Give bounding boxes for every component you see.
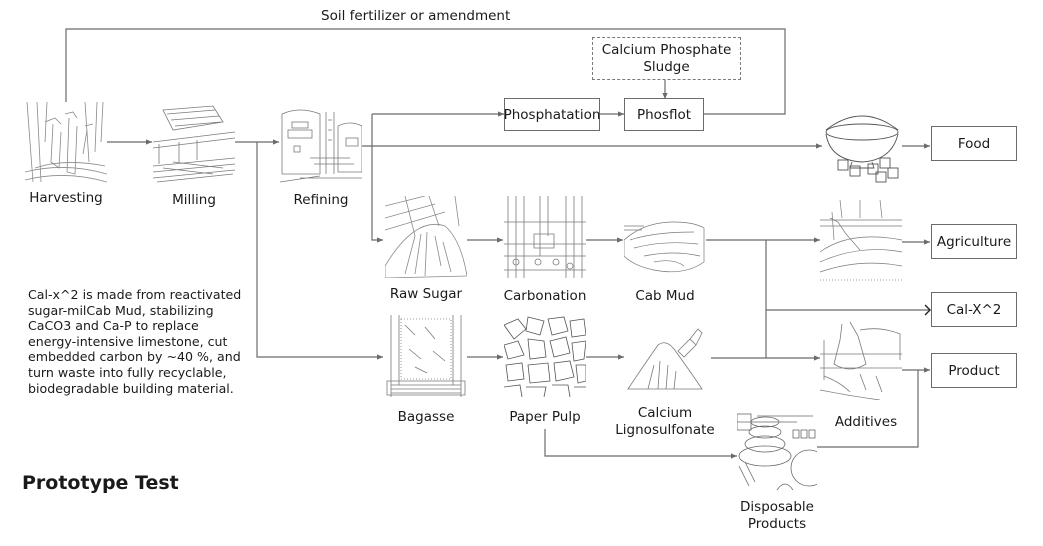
pulp-texture-illustration xyxy=(504,315,586,397)
output-box-food[interactable]: Food xyxy=(931,126,1017,161)
output-box-product[interactable]: Product xyxy=(931,353,1017,388)
output-box-calx2[interactable]: Cal-X^2 xyxy=(931,292,1017,327)
carbonation-plant-illustration xyxy=(504,196,586,278)
additive-bag-illustration xyxy=(820,320,902,400)
output-box-agriculture[interactable]: Agriculture xyxy=(931,224,1017,259)
connector-pulp-disposable xyxy=(544,429,737,459)
sugar-bowl-illustration xyxy=(822,108,902,186)
sugarcane-mill-illustration xyxy=(153,102,235,184)
field-spreading-illustration xyxy=(820,200,902,282)
connector-soil-loop xyxy=(65,28,786,115)
tableware-illustration xyxy=(737,410,817,492)
harvest-workers-illustration xyxy=(25,102,107,184)
stage-label-refining: Refining xyxy=(293,192,349,208)
mud-heap-illustration xyxy=(624,196,706,278)
stage-label-disposable-products: Disposable Products xyxy=(740,499,814,532)
connector-mill-bagasse xyxy=(256,142,383,360)
process-box-calcium-phosphate-sludge[interactable]: Calcium Phosphate Sludge xyxy=(592,37,741,80)
section-title-prototype-test: Prototype Test xyxy=(22,472,179,494)
connector-refine-phosph xyxy=(371,114,383,243)
refinery-tanks-illustration xyxy=(280,102,362,184)
stage-label-paper-pulp: Paper Pulp xyxy=(509,409,581,425)
bagasse-press-illustration xyxy=(385,315,467,397)
stage-label-milling: Milling xyxy=(172,192,216,208)
calx2-description: Cal-x^2 is made from reactivated sugar-m… xyxy=(28,287,242,396)
process-box-phosphatation[interactable]: Phosphatation xyxy=(504,98,600,131)
sugar-pile-illustration xyxy=(385,196,467,278)
connector-disposable-product xyxy=(816,370,919,448)
powder-scoop-illustration xyxy=(624,315,706,397)
stage-label-bagasse: Bagasse xyxy=(397,409,455,425)
stage-label-additives: Additives xyxy=(834,414,898,430)
stage-label-calcium-lignosulfonate: Calcium Lignosulfonate xyxy=(615,405,715,438)
process-box-phosflot[interactable]: Phosflot xyxy=(624,98,704,131)
stage-label-cab-mud: Cab Mud xyxy=(635,288,695,304)
stage-label-harvesting: Harvesting xyxy=(29,190,103,206)
stage-label-carbonation: Carbonation xyxy=(503,288,587,304)
stage-label-raw-sugar: Raw Sugar xyxy=(389,286,463,302)
soil-fertilizer-label: Soil fertilizer or amendment xyxy=(321,8,511,24)
